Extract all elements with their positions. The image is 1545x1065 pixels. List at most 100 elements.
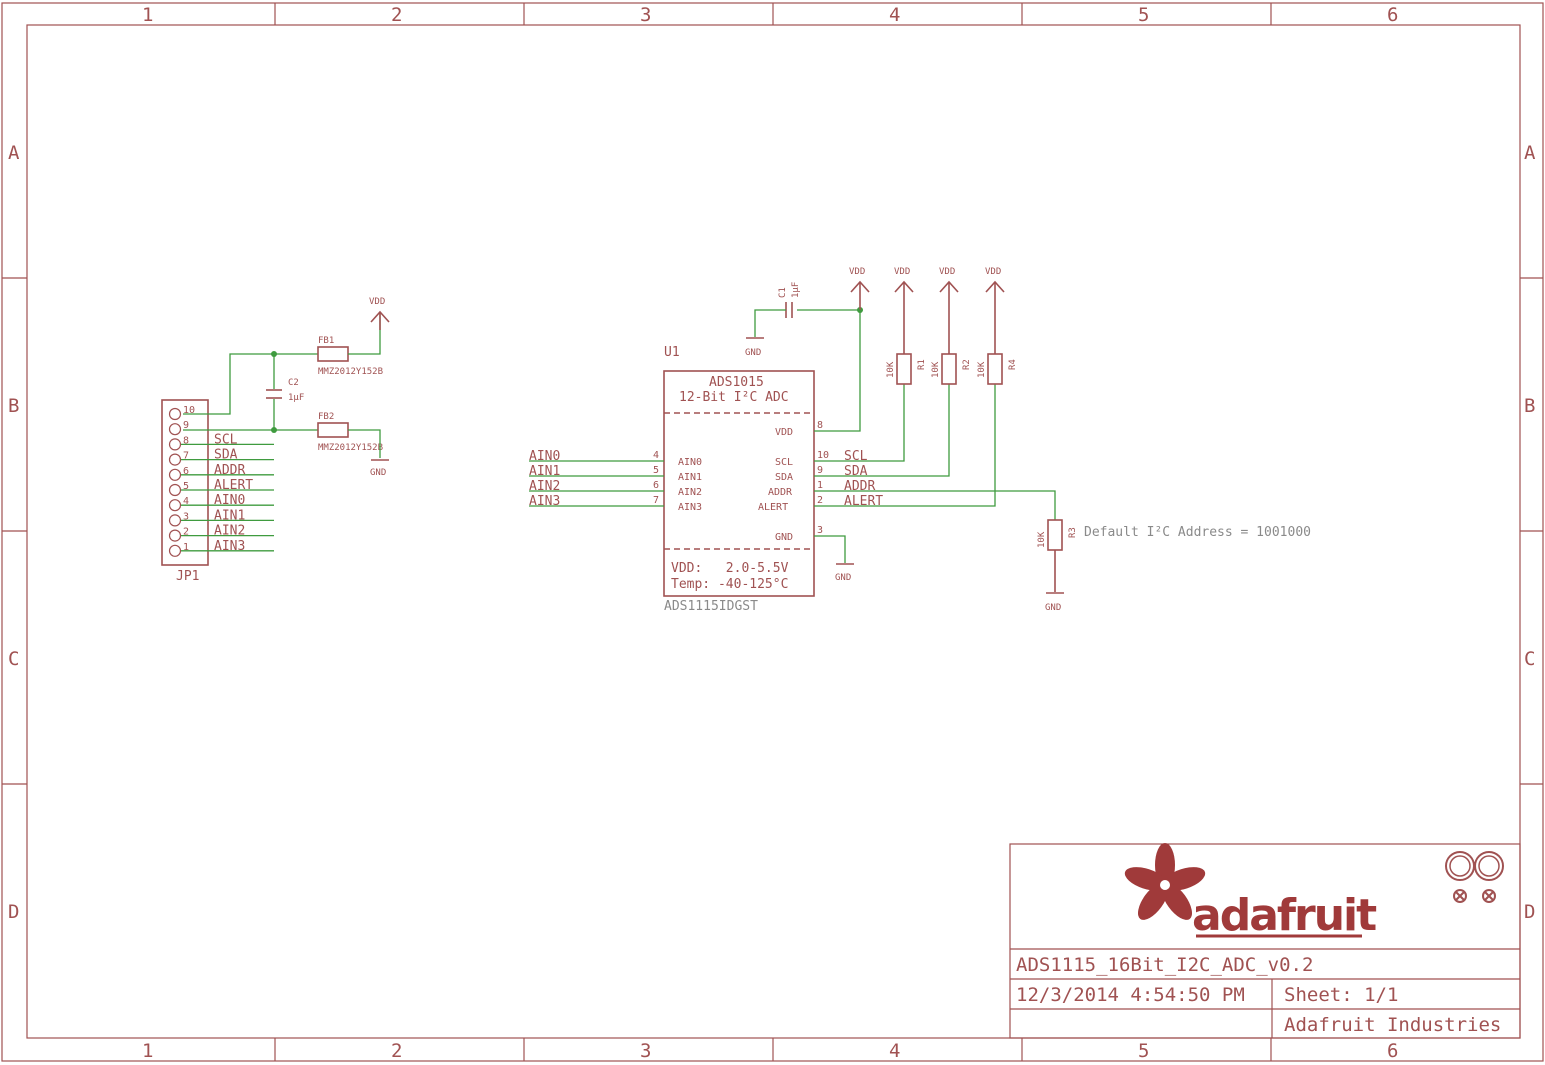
col-label-bottom-2: 2 <box>391 1040 402 1062</box>
address-note: Default I²C Address = 1001000 <box>1084 525 1311 540</box>
chip-part-number: ADS1115IDGST <box>664 599 758 614</box>
connector-pin-number: 1 <box>183 542 189 553</box>
r2-ref: R2 <box>962 359 972 370</box>
fb1-ref: FB1 <box>318 336 334 346</box>
c2-value: 1µF <box>288 393 304 403</box>
row-label-left-c: C <box>8 648 19 670</box>
pullup-r2: VDD 10K R2 <box>931 267 972 385</box>
pin-name-vdd: VDD <box>775 427 793 438</box>
pin-name-addr: ADDR <box>768 487 793 498</box>
title-block: adafruit ADS1115_16Bit_I2C_ADC_v0.2 12/3… <box>1009 843 1521 1039</box>
chip-vdd-range: VDD: 2.0-5.5V <box>671 561 789 576</box>
connector-pin-label: AIN1 <box>214 508 245 523</box>
connector-pin-hole <box>168 514 182 527</box>
c1-vdd-label: VDD <box>849 267 865 277</box>
connector-pin-hole <box>168 544 182 557</box>
r1-ref: R1 <box>917 359 927 370</box>
connector-pin-number: 10 <box>183 405 195 416</box>
row-label-right-d: D <box>1524 901 1535 923</box>
pullup-r4: VDD 10K R4 <box>977 267 1018 385</box>
chip-subtitle: 12-Bit I²C ADC <box>679 390 789 405</box>
r3-ref: R3 <box>1068 527 1078 538</box>
net-addr: ADDR <box>844 479 875 494</box>
fb2-gnd-label: GND <box>370 468 386 478</box>
connector-pin-hole <box>168 529 182 542</box>
net-ain1: AIN1 <box>529 464 560 479</box>
connector-pin-label: ADDR <box>214 463 245 478</box>
connector-pin-number: 6 <box>183 466 189 477</box>
col-label-bottom-4: 4 <box>889 1040 900 1062</box>
pin-name-sda: SDA <box>775 472 793 483</box>
connector-pin-label: SDA <box>214 448 238 463</box>
document-date: 12/3/2014 4:54:50 PM <box>1016 984 1245 1006</box>
chip-wiring: VDD GND C1 1µF GND <box>745 267 1056 583</box>
net-scl: SCL <box>844 449 868 464</box>
connector-pin-hole <box>168 453 182 466</box>
pin-num-10: 10 <box>817 450 829 461</box>
pin-num-5: 5 <box>653 465 659 476</box>
fb2-value: MMZ2012Y152B <box>318 443 383 453</box>
connector-pin-label: ALERT <box>214 478 253 493</box>
chip-temp-range: Temp: -40-125°C <box>671 577 788 592</box>
r3-value: 10K <box>1037 531 1047 548</box>
pin-num-6: 6 <box>653 480 659 491</box>
connector-pin-label: AIN3 <box>214 539 245 554</box>
col-label-bottom-6: 6 <box>1387 1040 1398 1062</box>
pin-name-scl: SCL <box>775 457 793 468</box>
connector-pin-number: 3 <box>183 511 189 522</box>
document-title: ADS1115_16Bit_I2C_ADC_v0.2 <box>1016 954 1313 976</box>
r2-vdd-label: VDD <box>939 267 955 277</box>
col-label-top-3: 3 <box>640 4 651 26</box>
pin-name-ain2: AIN2 <box>678 487 702 498</box>
c2-ref: C2 <box>288 378 299 388</box>
col-label-top-6: 6 <box>1387 4 1398 26</box>
col-label-top-5: 5 <box>1138 4 1149 26</box>
row-label-left-a: A <box>8 142 20 164</box>
row-label-right-b: B <box>1524 395 1535 417</box>
col-label-top-4: 4 <box>889 4 900 26</box>
pin-num-3: 3 <box>817 525 823 536</box>
pin-num-7: 7 <box>653 495 659 506</box>
connector-pin-hole <box>168 468 182 481</box>
connector-pin-hole <box>168 483 182 497</box>
connector-pin-number: 8 <box>183 435 189 446</box>
chip-gnd-label: GND <box>835 573 851 583</box>
row-label-left-b: B <box>8 395 19 417</box>
connector-pin-label: AIN2 <box>214 524 245 539</box>
connector-pin-hole <box>168 423 182 436</box>
adafruit-logo-text: adafruit <box>1192 890 1377 941</box>
r4-vdd-label: VDD <box>985 267 1001 277</box>
net-ain3: AIN3 <box>529 494 560 509</box>
row-label-right-a: A <box>1524 142 1536 164</box>
pin-name-ain0: AIN0 <box>678 457 702 468</box>
net-alert: ALERT <box>844 494 883 509</box>
address-resistor-r3: GND 10K R3 Default I²C Address = 1001000 <box>1037 519 1311 613</box>
pin-num-4: 4 <box>653 450 659 461</box>
connector-pin-number: 9 <box>183 420 189 431</box>
r4-value: 10K <box>977 361 987 378</box>
pin-num-9: 9 <box>817 465 823 476</box>
net-ain2: AIN2 <box>529 479 560 494</box>
r2-value: 10K <box>931 361 941 378</box>
company-name: Adafruit Industries <box>1284 1014 1501 1036</box>
connector-pin-number: 7 <box>183 451 189 462</box>
pin-name-ain1: AIN1 <box>678 472 702 483</box>
pin-num-1: 1 <box>817 480 823 491</box>
fb1-value: MMZ2012Y152B <box>318 367 383 377</box>
connector-pin-hole <box>168 438 182 451</box>
oshw-mark-icon <box>1445 851 1504 903</box>
adafruit-flower-icon <box>1124 843 1206 920</box>
chip-name: ADS1015 <box>709 375 764 390</box>
c1-gnd-label: GND <box>745 348 761 358</box>
fb2-ref: FB2 <box>318 412 334 422</box>
pin-num-8: 8 <box>817 420 823 431</box>
connector-pin-number: 5 <box>183 481 189 492</box>
r1-vdd-label: VDD <box>894 267 910 277</box>
sheet-number: Sheet: 1/1 <box>1284 984 1398 1006</box>
col-label-bottom-5: 5 <box>1138 1040 1149 1062</box>
col-label-top-2: 2 <box>391 4 402 26</box>
